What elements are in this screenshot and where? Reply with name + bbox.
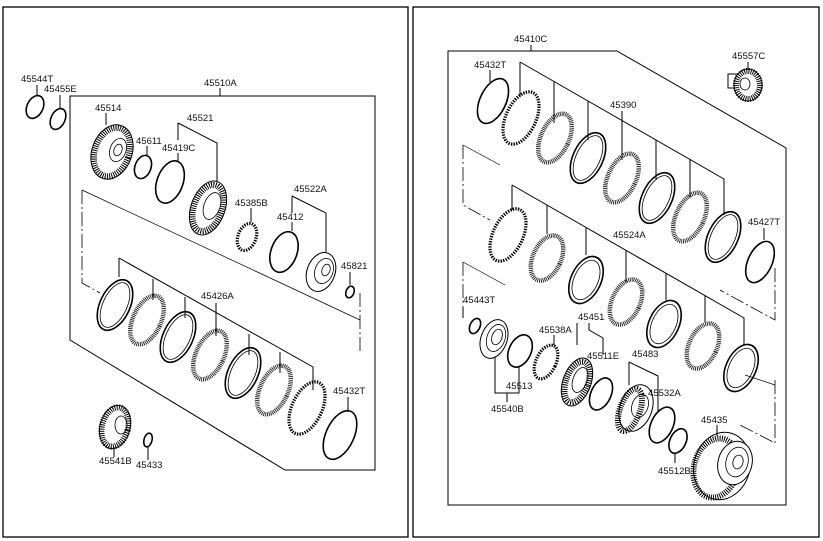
label-45821: 45821 [341,261,367,272]
seal-45513 [506,334,534,368]
label-45544T: 45544T [21,74,53,85]
gear-45541B [98,404,132,450]
snap-ring-45544T [25,94,45,120]
o-ring-45433 [142,432,154,448]
dash-guide-right [719,268,776,321]
snap-ring-45427T [744,240,776,284]
label-45611: 45611 [136,136,162,147]
label-45522A: 45522A [294,184,327,195]
label-45419C: 45419C [162,143,195,154]
o-ring-45611 [133,154,153,180]
bracket-45540B [494,357,520,402]
drum-45435 [690,431,753,501]
upper-steel-plate-2 [638,171,676,225]
bracket-45521 [177,122,218,185]
label-45511E: 45511E [587,351,619,362]
sub-bracket-line [81,189,361,321]
label-45514: 45514 [95,103,121,114]
dash-guide-drum [739,380,776,444]
seal-45532A [648,406,676,444]
pressure-plate [287,380,327,436]
label-45540B: 45540B [491,404,524,415]
lower-friction-disc-3 [684,321,722,371]
label-45390: 45390 [610,100,636,111]
label-45412: 45412 [277,212,303,223]
spring-pack-45538A [532,343,560,381]
bracket-45483 [628,361,659,412]
label-45538A: 45538A [539,325,572,336]
lower-friction-disc-2 [607,277,645,327]
lower-friction-disc-1 [528,233,566,283]
bracket-45451 [576,323,604,355]
right-panel-frame [412,6,820,538]
lower-tabbed-plate-3 [722,343,760,393]
label-45427T: 45427T [748,217,780,228]
label-45541B: 45541B [99,456,132,467]
o-ring-45821 [344,285,356,299]
sub-bracket-dash [81,190,101,294]
one-way-clutch-45385B [235,221,259,253]
label-45524A: 45524A [613,230,646,241]
label-45385B: 45385B [235,198,268,209]
piston-45540B [479,319,509,359]
friction-disc-1 [127,293,167,347]
label-45483: 45483 [632,349,658,360]
upper-friction-disc-1 [535,111,575,165]
label-45426A: 45426A [201,291,234,302]
spring-retainer-45522A [305,252,337,292]
label-45513: 45513 [506,381,532,392]
lower-tabbed-plate-1 [567,255,605,305]
guide-line-drum [744,374,776,386]
label-45432T: 45432T [333,386,365,397]
label-45521: 45521 [187,113,213,124]
upper-friction-disc-3 [670,190,710,244]
label-45451: 45451 [578,312,604,323]
gear-drum-45514 [90,124,134,180]
seal-ring-45412 [269,230,299,274]
upper-steel-plate-1 [569,131,607,185]
left-panel: 45544T 45455E 45510A 45514 45521 45611 4… [21,74,376,471]
label-45432T-right: 45432T [474,60,506,71]
lower-toothed-plate [488,207,528,263]
steel-plate-2 [159,310,197,364]
upper-friction-disc-2 [602,151,642,205]
snap-ring-45432T [322,409,358,461]
dash-guide-upper [462,145,491,221]
friction-disc-3 [254,363,294,417]
label-45510A: 45510A [204,78,237,89]
label-45435: 45435 [701,415,727,426]
label-45557C: 45557C [732,51,765,62]
bracket-45522A [291,195,327,254]
steel-plate-1 [96,278,134,332]
steel-plate-3 [224,346,262,400]
o-ring-45512B [668,427,688,455]
label-45410C: 45410C [514,34,547,45]
assembly-outline-45410C [447,50,787,506]
upper-steel-plate-3 [704,210,742,264]
guide-line-left [462,261,506,286]
left-panel-frame [2,6,409,538]
hub-45483 [614,384,654,434]
bracket-45524A [511,184,745,345]
right-panel: 45410C 45557C 45432T 45390 45427T 45524A… [447,34,787,506]
friction-disc-2 [190,328,230,382]
upper-toothed-plate-1 [501,90,541,146]
snap-ring-45432T-right [476,77,510,125]
assembly-outline-45510A [69,95,376,471]
shaft-gear-45557C [727,68,763,102]
label-45532A: 45532A [648,388,681,399]
o-ring-45443T [468,317,482,335]
piston-45451 [560,357,594,407]
label-45455E: 45455E [44,84,77,95]
label-45512B: 45512B [658,466,691,477]
lower-tabbed-plate-2 [645,299,683,349]
piston-45521 [188,180,228,236]
guide-line-upper [462,144,501,166]
label-45433: 45433 [136,460,162,471]
label-45443T: 45443T [463,295,495,306]
seal-ring-45419C [154,160,186,204]
seal-45511E [588,377,614,411]
snap-ring-45455E [49,107,67,131]
